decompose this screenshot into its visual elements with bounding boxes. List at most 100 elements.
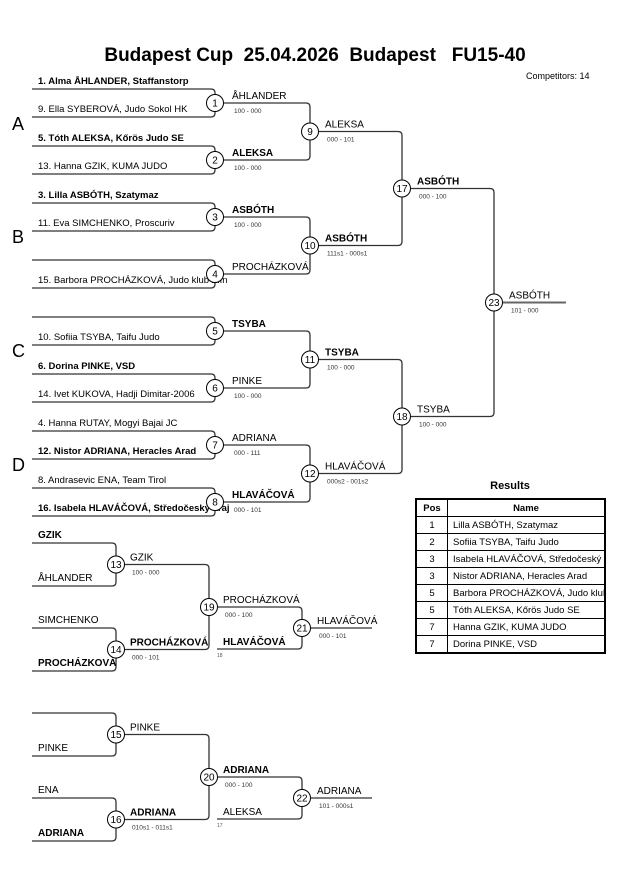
match-number-circle: [107, 640, 125, 659]
page-title: Budapest Cup 25.04.2026 Budapest FU15-40: [104, 45, 526, 66]
match-winner-name: ASBÓTH: [509, 289, 550, 302]
entry-name: 12. Nistor ADRIANA, Heracles Arad: [38, 446, 196, 457]
match-number: 21: [296, 624, 308, 635]
match-score: 000 - 100: [419, 194, 447, 201]
results-title: Results: [490, 480, 530, 492]
match-score: 000 - 111: [234, 450, 261, 457]
repechage-entry: ENA: [38, 785, 59, 796]
match-number-circle: [107, 555, 125, 574]
match-winner-name: ADRIANA: [232, 433, 277, 444]
match-winner-name: ADRIANA: [223, 765, 269, 776]
match-score: 101 - 000s1: [319, 803, 354, 810]
match-number: 15: [110, 730, 122, 741]
match-score: 010s1 - 011s1: [132, 825, 173, 832]
entry-name: 3. Lilla ASBÓTH, Szatymaz: [38, 189, 159, 201]
result-name: Nistor ADRIANA, Heracles Arad: [447, 567, 606, 585]
match-winner-name: HLAVÁČOVÁ: [232, 488, 295, 501]
result-pos: 7: [415, 618, 448, 636]
bracket-line: [310, 130, 403, 247]
match-number: 11: [305, 355, 316, 366]
match-number-circle: [206, 94, 224, 112]
match-number-circle: [301, 464, 319, 483]
incoming-ref: 18: [217, 653, 223, 659]
entry-name: 16. Isabela HLAVÁČOVÁ, Středočeský kraj: [38, 502, 230, 514]
match-winner-name: PROCHÁZKOVÁ: [223, 593, 300, 606]
match-number-circle: [485, 293, 503, 312]
match-winner-name: TSYBA: [417, 405, 450, 416]
match-number: 14: [110, 645, 122, 656]
entry-name: 11. Eva SIMCHENKO, Proscuriv: [38, 218, 175, 229]
match-number: 13: [110, 560, 122, 571]
entry-name: 5. Tóth ALEKSA, Kőrös Judo SE: [38, 133, 184, 144]
entry-name: 8. Andrasevic ENA, Team Tirol: [38, 475, 166, 486]
match-winner-name: ALEKSA: [232, 148, 273, 159]
match-winner-name: ASBÓTH: [417, 175, 459, 188]
entry-name: 10. Sofiia TSYBA, Taifu Judo: [38, 332, 160, 343]
match-score: 000 - 101: [327, 137, 355, 144]
match-number-circle: [206, 322, 224, 340]
repechage-entry: ÅHLANDER: [38, 571, 92, 584]
match-number: 4: [212, 270, 218, 281]
pool-label: D: [12, 455, 25, 475]
match-winner-name: ALEKSA: [325, 120, 364, 131]
match-winner-name: PINKE: [232, 376, 262, 387]
match-score: 100 - 000: [132, 570, 160, 577]
match-number: 18: [396, 412, 408, 423]
match-number: 16: [110, 815, 122, 826]
result-name: Tóth ALEKSA, Kőrös Judo SE: [447, 601, 606, 619]
match-number: 23: [488, 298, 500, 309]
match-winner-name: ÅHLANDER: [232, 89, 286, 102]
match-number-circle: [293, 619, 311, 637]
incoming-name: HLAVÁČOVÁ: [223, 635, 286, 648]
result-name: Dorina PINKE, VSD: [447, 635, 606, 654]
result-name: Lilla ASBÓTH, Szatymaz: [447, 516, 606, 534]
result-pos: 1: [415, 516, 448, 534]
match-winner-name: TSYBA: [325, 348, 359, 359]
match-winner-name: ADRIANA: [317, 786, 362, 797]
entry-name: 1. Alma ÅHLANDER, Staffanstorp: [38, 76, 189, 87]
result-name: Barbora PROCHÁZKOVÁ, Judo klub Zlín: [447, 584, 606, 602]
match-score: 000s2 - 001s2: [327, 479, 369, 486]
match-number: 6: [212, 384, 218, 395]
result-pos: 3: [415, 550, 448, 568]
result-name: Isabela HLAVÁČOVÁ, Středočeský kraj: [447, 550, 606, 568]
result-pos: 5: [415, 601, 448, 619]
match-number: 3: [212, 213, 218, 224]
entry-name: 4. Hanna RUTAY, Mogyi Bajai JC: [38, 418, 178, 429]
match-number-circle: [206, 379, 224, 397]
match-number: 8: [212, 498, 218, 509]
match-number: 1: [212, 99, 218, 110]
match-score: 100 - 000: [234, 222, 262, 229]
incoming-ref: 17: [217, 823, 223, 829]
bracket-line: [215, 330, 311, 389]
match-winner-name: PINKE: [130, 723, 160, 734]
match-score: 000 - 101: [234, 507, 262, 514]
competitors-count: Competitors: 14: [526, 71, 590, 81]
match-winner-name: ASBÓTH: [232, 203, 274, 216]
result-pos: 2: [415, 533, 448, 551]
match-score: 101 - 000: [511, 308, 539, 315]
match-number-circle: [200, 768, 218, 786]
pool-label: B: [12, 227, 24, 247]
match-number: 10: [304, 241, 316, 252]
pool-label: C: [12, 341, 25, 361]
pool-label: A: [12, 114, 24, 134]
match-number-circle: [293, 789, 311, 807]
result-pos: 7: [415, 635, 448, 654]
entry-name: 6. Dorina PINKE, VSD: [38, 361, 135, 372]
match-winner-name: GZIK: [130, 553, 154, 564]
match-number-circle: [301, 122, 319, 141]
match-winner-name: PROCHÁZKOVÁ: [130, 636, 208, 649]
repechage-entry: PINKE: [38, 743, 68, 754]
match-winner-name: ADRIANA: [130, 808, 176, 819]
match-number-circle: [200, 598, 218, 616]
bracket-line: [310, 358, 403, 475]
